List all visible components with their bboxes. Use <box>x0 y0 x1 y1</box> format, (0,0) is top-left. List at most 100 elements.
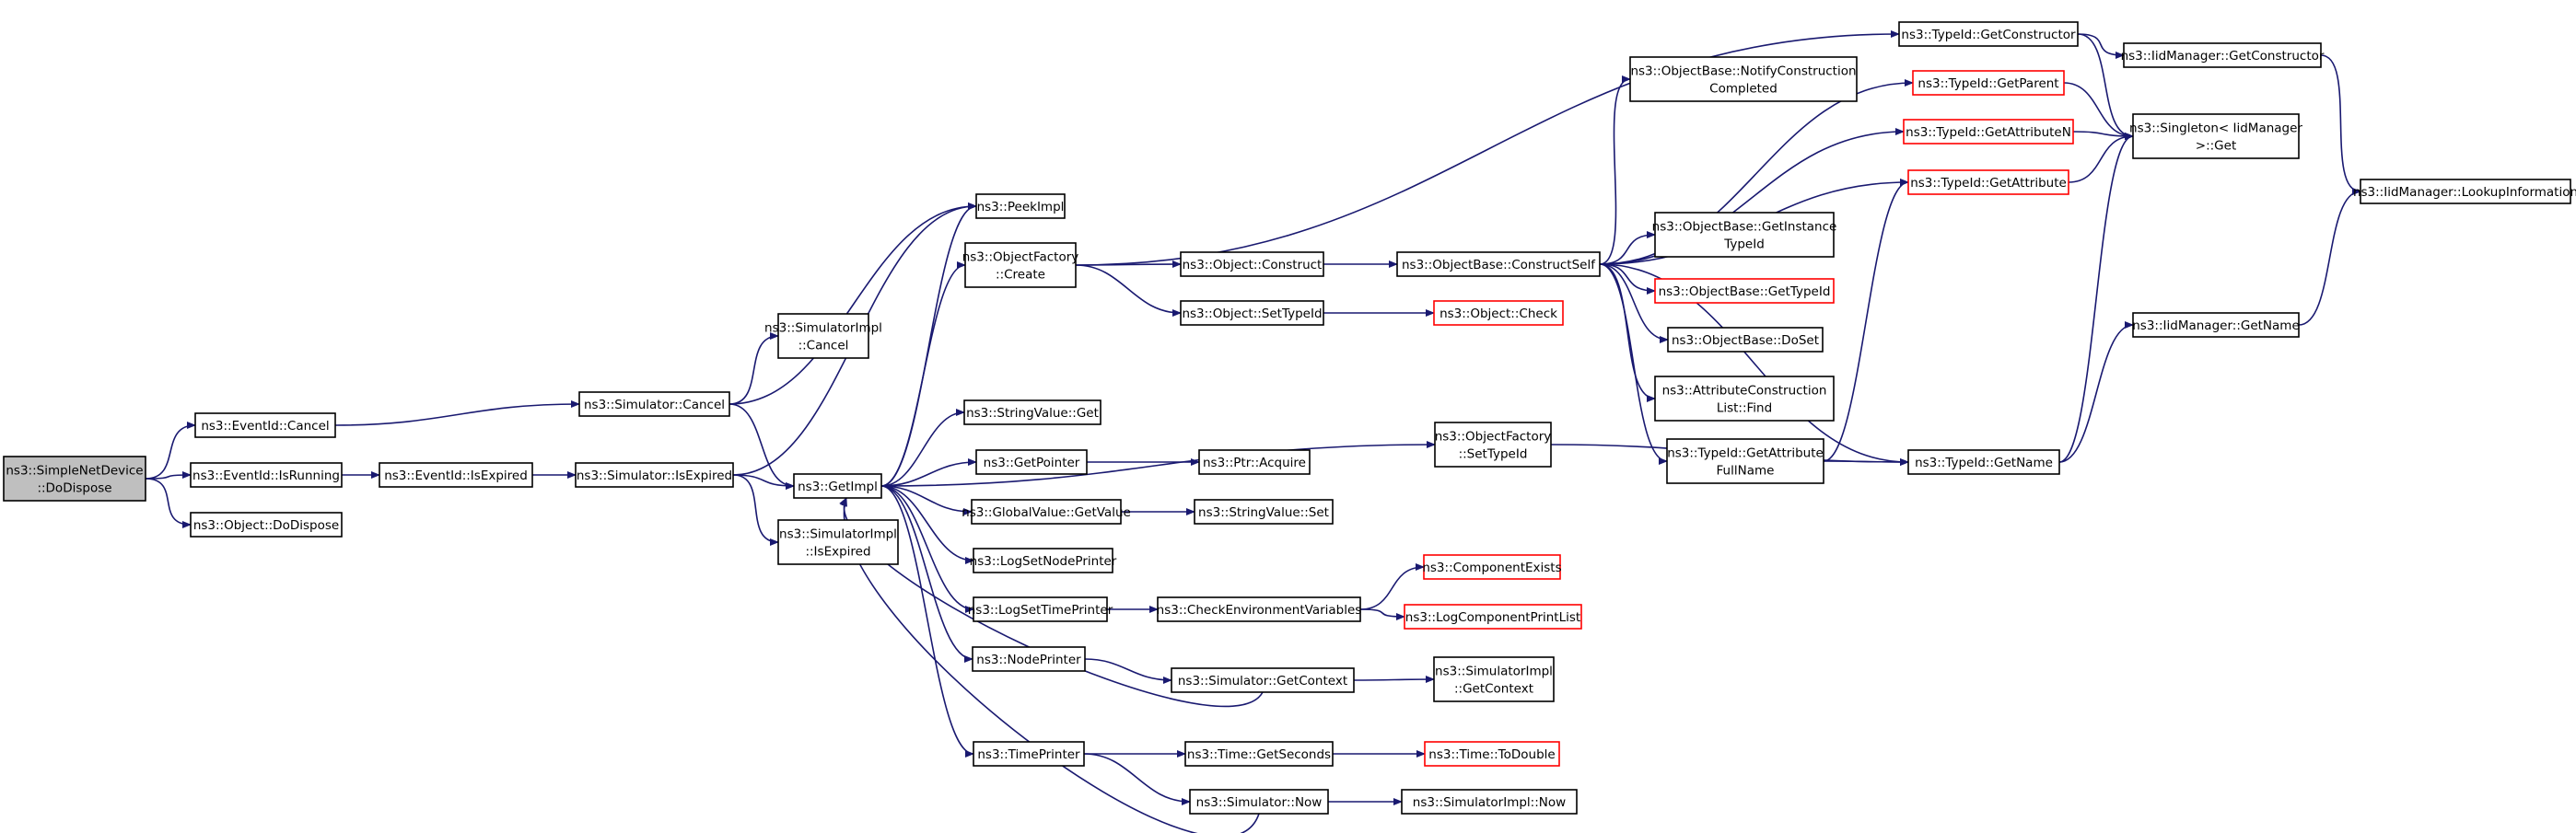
node-checkenv[interactable]: ns3::CheckEnvironmentVariables <box>1157 596 1362 622</box>
node-simulator-getcontext[interactable]: ns3::Simulator::GetContext <box>1171 667 1355 693</box>
node-simulatorimpl-getcontext[interactable]: ns3::SimulatorImpl::GetContext <box>1433 656 1555 702</box>
edge <box>880 485 973 663</box>
node-box <box>963 399 1102 425</box>
node-object-dodispose[interactable]: ns3::Object::DoDispose <box>190 512 343 538</box>
node-objectfactory-settypeid[interactable]: ns3::ObjectFactory::SetTypeId <box>1434 422 1552 468</box>
edge <box>880 485 974 613</box>
edge <box>1599 75 1631 265</box>
node-label: ns3::ObjectBase::ConstructSelf <box>1402 258 1596 272</box>
edge <box>1353 676 1435 684</box>
node-object-settypeid[interactable]: ns3::Object::SetTypeId <box>1180 300 1324 326</box>
node-box <box>1424 741 1560 767</box>
edge-getimpl-to-objectfactory_settypeid <box>880 441 1436 487</box>
node-typeid-getname[interactable]: ns3::TypeId::GetName <box>1907 449 2060 475</box>
edge <box>2058 133 2134 463</box>
node-root[interactable]: ns3::SimpleNetDevice::DoDispose <box>3 456 146 502</box>
node-typeid-getattribute[interactable]: ns3::TypeId::GetAttribute <box>1907 169 2069 195</box>
edge <box>729 332 779 405</box>
node-label: ::Cancel <box>798 339 849 353</box>
node-label: ns3::TypeId::GetConstructor <box>1901 28 2076 42</box>
node-label: ns3::Singleton< IidManager <box>2129 121 2302 136</box>
node-label: ns3::ObjectFactory <box>1435 430 1552 445</box>
edge-getimpl-to-nodeprinter <box>880 485 973 663</box>
node-object-check[interactable]: ns3::Object::Check <box>1433 300 1564 326</box>
node-box <box>1433 656 1555 702</box>
node-label: ns3::Time::ToDouble <box>1428 747 1555 762</box>
edge-typeid_getattributefullname-to-typeid_getname <box>1823 457 1909 466</box>
node-objectbase-notify[interactable]: ns3::ObjectBase::NotifyConstructionCompl… <box>1629 56 1858 102</box>
node-getimpl[interactable]: ns3::GetImpl <box>793 473 882 499</box>
node-box <box>1434 422 1552 468</box>
node-iidmanager-lookupinformation[interactable]: ns3::IidManager::LookupInformation <box>2353 179 2576 204</box>
node-iidmanager-getconstructor[interactable]: ns3::IidManager::GetConstructor <box>2121 42 2325 68</box>
node-singleton-get[interactable]: ns3::Singleton< IidManager >::Get <box>2129 113 2302 159</box>
node-logsettimeprinter[interactable]: ns3::LogSetTimePrinter <box>968 596 1113 622</box>
edge-objectfactory_create-to-object_settypeid <box>1075 264 1182 317</box>
node-timeprinter[interactable]: ns3::TimePrinter <box>973 741 1085 767</box>
node-label: ns3::ObjectBase::GetInstance <box>1652 220 1837 235</box>
node-objectbase-gettypeid[interactable]: ns3::ObjectBase::GetTypeId <box>1654 278 1835 304</box>
edge-objectbase_constructself-to-typeid_getattributen <box>1599 128 1905 265</box>
edge <box>145 471 192 480</box>
node-getpointer[interactable]: ns3::GetPointer <box>975 449 1088 475</box>
edge-simulator_getcontext-to-simulatorimpl_getcontext <box>1353 676 1435 684</box>
node-box <box>1396 251 1601 277</box>
edge <box>1083 753 1191 805</box>
node-typeid-getparent[interactable]: ns3::TypeId::GetParent <box>1912 70 2065 96</box>
node-simulator-cancel[interactable]: ns3::Simulator::Cancel <box>578 391 730 417</box>
edge <box>1359 563 1425 610</box>
edge <box>2077 33 2125 59</box>
node-box <box>1666 438 1824 484</box>
node-box <box>2123 42 2322 68</box>
node-componentexists[interactable]: ns3::ComponentExists <box>1422 554 1562 580</box>
node-box <box>1401 789 1578 815</box>
edge <box>1084 658 1172 684</box>
node-label: ns3::TimePrinter <box>977 747 1080 762</box>
node-box <box>1654 212 1835 258</box>
node-box <box>971 499 1122 525</box>
edge <box>1599 79 1914 265</box>
node-label: ns3::StringValue::Set <box>1198 505 1329 520</box>
edge <box>729 202 977 405</box>
node-typeid-getattributen[interactable]: ns3::TypeId::GetAttributeN <box>1903 119 2074 145</box>
edge-getimpl-to-getpointer <box>880 458 977 487</box>
edge-typeid_getname-to-singleton_get <box>2058 133 2134 463</box>
edge-objectbase_constructself-to-attrconstructionlist_find <box>1599 263 1656 402</box>
edge-getimpl-to-timeprinter <box>880 485 974 758</box>
node-logcomponentprintlist[interactable]: ns3::LogComponentPrintList <box>1404 604 1582 630</box>
node-stringvalue-get[interactable]: ns3::StringValue::Get <box>963 399 1102 425</box>
node-iidmanager-getname[interactable]: ns3::IidManager::GetName <box>2132 312 2300 338</box>
node-object-construct[interactable]: ns3::Object::Construct <box>1180 251 1324 277</box>
node-globalvalue-getvalue[interactable]: ns3::GlobalValue::GetValue <box>962 499 1131 525</box>
node-simulator-now[interactable]: ns3::Simulator::Now <box>1189 789 1329 815</box>
node-nodeprinter[interactable]: ns3::NodePrinter <box>972 646 1086 672</box>
node-ptr-acquire[interactable]: ns3::Ptr::Acquire <box>1198 449 1311 475</box>
node-label: TypeId <box>1723 237 1765 252</box>
edge <box>732 474 779 546</box>
node-peekimpl[interactable]: ns3::PeekImpl <box>975 193 1066 219</box>
node-simulatorimpl-cancel[interactable]: ns3::SimulatorImpl::Cancel <box>764 313 882 359</box>
node-objectfactory-create[interactable]: ns3::ObjectFactory::Create <box>962 242 1079 288</box>
node-logsetnodeprinter[interactable]: ns3::LogSetNodePrinter <box>970 548 1117 573</box>
node-simulator-isexpired[interactable]: ns3::Simulator::IsExpired <box>575 462 734 488</box>
node-eventid-isexpired[interactable]: ns3::EventId::IsExpired <box>379 462 533 488</box>
node-objectbase-constructself[interactable]: ns3::ObjectBase::ConstructSelf <box>1396 251 1601 277</box>
node-objectbase-doset[interactable]: ns3::ObjectBase::DoSet <box>1667 327 1824 353</box>
node-eventid-cancel[interactable]: ns3::EventId::Cancel <box>194 412 336 438</box>
node-label: ns3::Simulator::Now <box>1196 795 1323 810</box>
node-typeid-getconstructor[interactable]: ns3::TypeId::GetConstructor <box>1898 21 2079 47</box>
node-box <box>1189 789 1329 815</box>
node-simulatorimpl-isexpired[interactable]: ns3::SimulatorImpl::IsExpired <box>777 519 899 565</box>
edge <box>2058 321 2134 463</box>
node-eventid-isrunning[interactable]: ns3::EventId::IsRunning <box>190 462 343 488</box>
edge-checkenv-to-componentexists <box>1359 563 1425 610</box>
node-simulatorimpl-now[interactable]: ns3::SimulatorImpl::Now <box>1401 789 1578 815</box>
node-time-getseconds[interactable]: ns3::Time::GetSeconds <box>1184 741 1334 767</box>
node-label: ns3::ObjectBase::DoSet <box>1672 333 1819 348</box>
node-stringvalue-set[interactable]: ns3::StringValue::Set <box>1194 499 1334 525</box>
node-time-todouble[interactable]: ns3::Time::ToDouble <box>1424 741 1560 767</box>
edge-timeprinter-to-simulator_now <box>1083 753 1191 805</box>
